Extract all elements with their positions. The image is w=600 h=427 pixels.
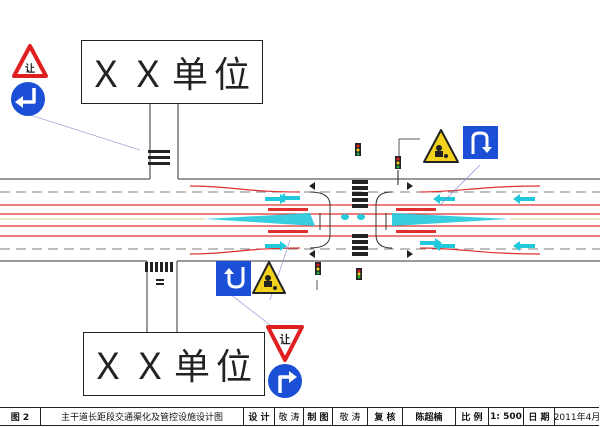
red-channel-lines [0, 185, 600, 255]
date-label: 日 期 [524, 408, 555, 425]
bottom-driveway-crosswalk [145, 262, 173, 272]
date-value: 2011年4月 [555, 413, 599, 423]
warning-sign-bottom [252, 261, 286, 294]
signal-top-right [395, 156, 401, 185]
review-label: 复 核 [368, 408, 403, 425]
drafter-name: 敬 涛 [333, 408, 368, 425]
u-turn-right [375, 191, 393, 249]
turn-sign-bottom-right [268, 364, 302, 398]
unit-label-top: ＸＸ单位 [87, 55, 256, 96]
median-dots [341, 214, 365, 220]
design-label: 设 计 [244, 408, 275, 425]
unit-label-bottom: ＸＸ单位 [89, 347, 258, 388]
scale-label: 比 例 [456, 408, 489, 425]
yield-text-top: 让 [25, 62, 35, 75]
lane-arrows [265, 193, 535, 251]
u-turn-left [309, 191, 331, 249]
u-turn-sign-bottom [216, 261, 251, 296]
signal-bottom-left [315, 262, 321, 275]
designer-name: 敬 涛 [275, 408, 304, 425]
drawing-title: 主干道长距段交通渠化及管控设施设计图 [41, 408, 244, 425]
scale-value: 1: 500 [489, 408, 524, 425]
warning-sign-top [423, 129, 459, 163]
u-turn-sign-top [463, 126, 498, 159]
right-guide-wedge [392, 213, 510, 226]
fig-number: 图 2 [0, 408, 41, 425]
yield-sign-bottom: 让 [266, 325, 304, 362]
unit-block-top: ＸＸ单位 [81, 40, 263, 104]
unit-block-bottom: ＸＸ单位 [83, 332, 265, 396]
yield-sign-top: 让 [12, 44, 48, 78]
left-guide-wedge [205, 213, 315, 226]
yield-text-bottom: 让 [280, 332, 291, 346]
top-driveway-crosswalk [148, 150, 170, 165]
drawing-title-block: 图 2 主干道长距段交通渠化及管控设施设计图 设 计 敬 涛 制 图 敬 涛 复… [0, 407, 599, 426]
small-turn-arrows [309, 182, 413, 258]
center-crosswalk [352, 180, 368, 256]
turn-sign-top-left [11, 82, 45, 116]
draw-label: 制 图 [304, 408, 333, 425]
signal-top-left [355, 143, 361, 156]
reviewer-name: 陈超楠 [403, 408, 456, 425]
red-text-markings [268, 208, 436, 233]
lane-dashes [0, 191, 600, 250]
signal-bottom-right [356, 268, 362, 280]
